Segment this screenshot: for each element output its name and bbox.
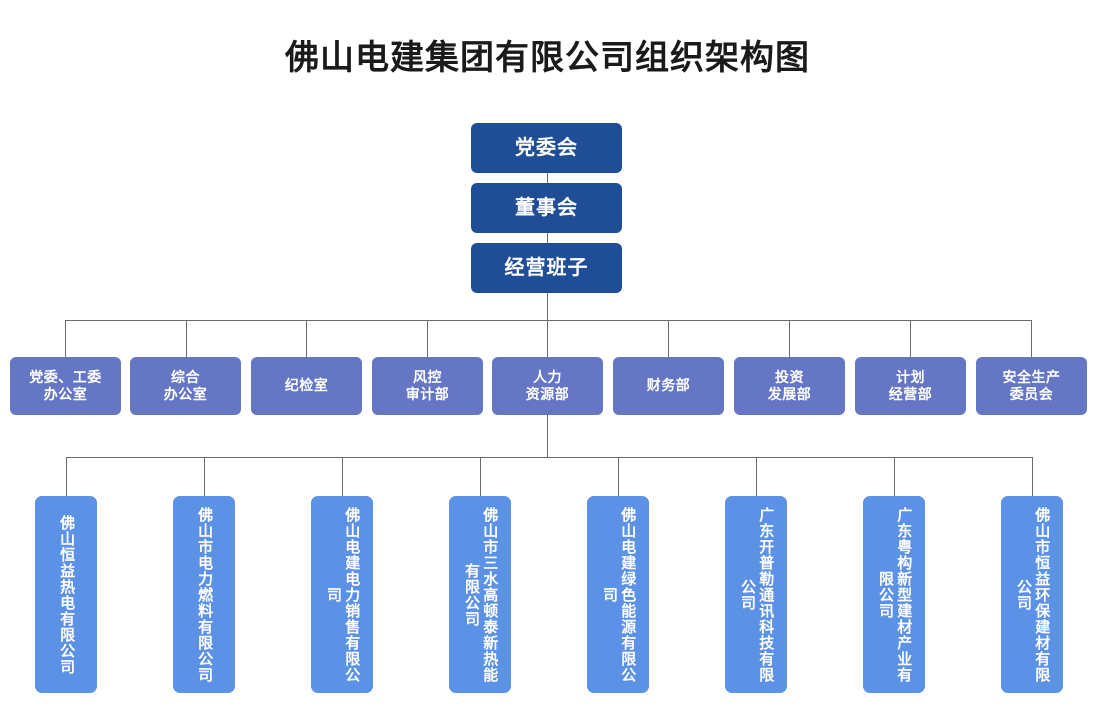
org-node-electric-power-sales[interactable]: 佛山电建电力销售有限公司 — [311, 496, 373, 693]
org-node-board-of-directors[interactable]: 董事会 — [471, 183, 622, 233]
org-node-label: 安全生产 委员会 — [1002, 368, 1061, 403]
org-node-label: 佛山市三水高顿泰新热能有限公司 — [463, 506, 499, 683]
org-node-hengyi-eco-building-materials[interactable]: 佛山市恒益环保建材有限公司 — [1001, 496, 1063, 693]
connector-drop-subsidiary-1 — [66, 457, 67, 496]
org-node-hengyi-thermal-power[interactable]: 佛山恒益热电有限公司 — [35, 496, 97, 693]
org-node-human-resources[interactable]: 人力 资源部 — [492, 357, 603, 415]
org-node-label: 佛山市电力燃料有限公司 — [196, 506, 214, 683]
org-node-label: 投资 发展部 — [767, 368, 812, 403]
connector-drop-subsidiary-6 — [756, 457, 757, 496]
connector-drop-subsidiary-5 — [618, 457, 619, 496]
connector-drop-department-3 — [306, 320, 307, 357]
connector-drop-subsidiary-8 — [1032, 457, 1033, 496]
connector-department-to-subsidiary-drop — [547, 415, 548, 457]
org-node-yuegou-new-building-materials[interactable]: 广东粤构新型建材产业有限公司 — [863, 496, 925, 693]
org-node-sanshui-gaodontai-thermal[interactable]: 佛山市三水高顿泰新热能有限公司 — [449, 496, 511, 693]
org-node-label: 广东粤构新型建材产业有限公司 — [877, 506, 913, 683]
connector-drop-department-5 — [547, 320, 548, 357]
connector-drop-department-9 — [1031, 320, 1032, 357]
org-node-label: 广东开普勒通讯科技有限公司 — [739, 506, 775, 683]
org-node-label: 纪检室 — [284, 377, 329, 394]
org-node-label: 风控 审计部 — [405, 368, 450, 403]
org-node-label: 党委会 — [515, 136, 578, 159]
org-node-planning-operations[interactable]: 计划 经营部 — [855, 357, 966, 415]
connector-drop-department-8 — [910, 320, 911, 357]
connector-drop-department-1 — [65, 320, 66, 357]
org-node-green-energy[interactable]: 佛山电建绿色能源有限公司 — [587, 496, 649, 693]
org-node-risk-audit[interactable]: 风控 审计部 — [372, 357, 483, 415]
connector-drop-department-6 — [668, 320, 669, 357]
org-node-label: 党委、工委 办公室 — [29, 368, 102, 403]
org-node-label: 人力 资源部 — [525, 368, 570, 403]
org-node-investment-development[interactable]: 投资 发展部 — [734, 357, 845, 415]
org-node-general-office[interactable]: 综合 办公室 — [130, 357, 241, 415]
page-title: 佛山电建集团有限公司组织架构图 — [285, 39, 810, 77]
connector-drop-department-4 — [427, 320, 428, 357]
org-node-label: 佛山电建绿色能源有限公司 — [601, 506, 637, 683]
org-node-electric-power-fuel[interactable]: 佛山市电力燃料有限公司 — [173, 496, 235, 693]
org-node-party-union-office[interactable]: 党委、工委 办公室 — [10, 357, 121, 415]
connector-drop-subsidiary-3 — [342, 457, 343, 496]
org-node-safety-production-committee[interactable]: 安全生产 委员会 — [976, 357, 1087, 415]
connector-drop-subsidiary-7 — [894, 457, 895, 496]
org-node-label: 经营班子 — [504, 256, 589, 279]
connector-drop-subsidiary-4 — [480, 457, 481, 496]
org-node-label: 财务部 — [646, 377, 691, 394]
org-node-label: 佛山电建电力销售有限公司 — [325, 506, 361, 683]
org-node-finance[interactable]: 财务部 — [613, 357, 724, 415]
connector-drop-department-7 — [789, 320, 790, 357]
org-node-label: 计划 经营部 — [888, 368, 933, 403]
connector-party-to-board — [547, 173, 548, 183]
org-node-label: 佛山市恒益环保建材有限公司 — [1015, 506, 1051, 683]
connector-department-bus — [65, 320, 1031, 321]
org-node-label: 佛山恒益热电有限公司 — [58, 514, 76, 675]
connector-drop-department-2 — [186, 320, 187, 357]
connector-drop-subsidiary-2 — [204, 457, 205, 496]
connector-management-drop — [547, 293, 548, 320]
connector-board-to-management — [547, 233, 548, 243]
org-node-kepler-communications[interactable]: 广东开普勒通讯科技有限公司 — [725, 496, 787, 693]
org-node-management-team[interactable]: 经营班子 — [471, 243, 622, 293]
org-node-discipline-inspection[interactable]: 纪检室 — [251, 357, 362, 415]
org-node-label: 综合 办公室 — [163, 368, 208, 403]
org-node-party-committee[interactable]: 党委会 — [471, 123, 622, 173]
org-node-label: 董事会 — [515, 196, 578, 219]
connector-subsidiary-bus — [66, 457, 1032, 458]
